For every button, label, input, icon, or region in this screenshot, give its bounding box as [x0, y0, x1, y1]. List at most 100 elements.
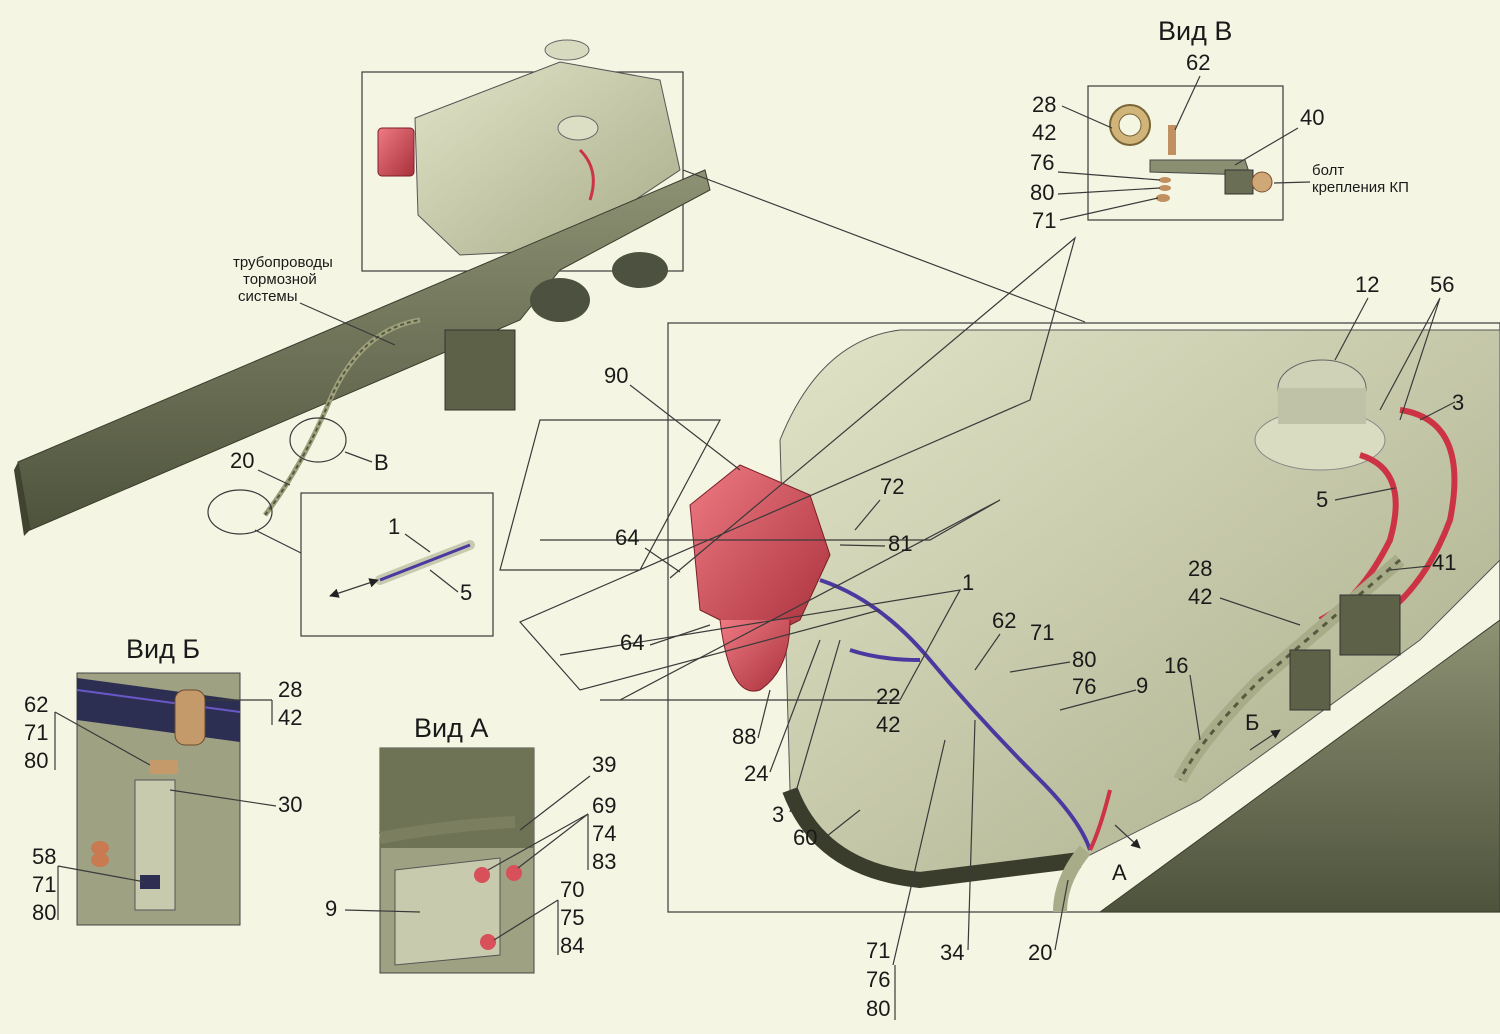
callout-88: 88 [732, 724, 756, 749]
detail-circle-a [207, 489, 273, 535]
top-filler-cap [544, 39, 590, 61]
callout-72: 72 [880, 474, 904, 499]
view-v-washer-1 [1159, 177, 1171, 183]
callout-40-view-v: 40 [1300, 105, 1324, 130]
hose-detail: 1 5 [254, 492, 494, 637]
callout-42-view-v: 42 [1032, 120, 1056, 145]
leader-90 [629, 384, 741, 471]
view-v-nut [1156, 194, 1170, 202]
note-brake-line-1: трубопроводы [233, 254, 333, 271]
callout-62-main: 62 [992, 608, 1016, 633]
leader-5-left [429, 569, 459, 593]
callout-62-view-v: 62 [1186, 50, 1210, 75]
leader-16 [1189, 674, 1201, 741]
leader-76-view-v [1057, 171, 1161, 181]
leader-40-view-v [1234, 127, 1299, 166]
leader-58-view-b [57, 865, 146, 920]
callout-80-bottom: 80 [866, 996, 890, 1021]
callout-28-view-v: 28 [1032, 92, 1056, 117]
tank-bracket [444, 329, 516, 411]
callout-42-main-2: 42 [876, 712, 900, 737]
leader-9-main [1059, 689, 1137, 711]
main-pump-bowl [719, 619, 791, 692]
label-arrow-b: Б [1245, 710, 1259, 735]
leader-80-view-v [1057, 187, 1161, 195]
callout-81: 81 [888, 531, 912, 556]
leader-80-main [1009, 661, 1071, 673]
main-view-frame [667, 322, 1500, 913]
main-bracket-2 [1289, 649, 1331, 711]
leader-60 [821, 809, 861, 841]
callout-71-view-b: 71 [24, 720, 48, 745]
callout-71b-view-b: 71 [32, 872, 56, 897]
leader-88 [757, 689, 771, 739]
callout-64-lower: 64 [620, 630, 644, 655]
view-v-frame [1087, 85, 1284, 221]
leader-62-view-v [1174, 75, 1201, 131]
callout-42-main: 42 [1188, 584, 1212, 609]
callout-83-view-a: 83 [592, 849, 616, 874]
leader-64-upper [644, 547, 681, 573]
callout-76-bottom: 76 [866, 967, 890, 992]
callout-1-left: 1 [388, 514, 400, 539]
leader-28-view-b [205, 699, 273, 725]
callout-84-view-a: 84 [560, 933, 584, 958]
main-chassis-beam [1098, 619, 1500, 913]
leader-81 [839, 544, 886, 547]
label-arrow-a: А [1112, 860, 1127, 885]
leader-v-marker [344, 451, 373, 463]
callout-90: 90 [604, 363, 628, 388]
main-view [667, 322, 1500, 913]
callout-75-view-a: 75 [560, 905, 584, 930]
view-b-nut-2 [91, 853, 109, 867]
view-v-clamp-hole [1118, 113, 1142, 137]
main-pump-body [689, 464, 831, 641]
projection-lines-2 [540, 499, 1001, 701]
callout-80-view-b: 80 [24, 748, 48, 773]
callout-58-view-b: 58 [32, 844, 56, 869]
leader-70-view-a [493, 899, 559, 955]
leader-39-view-a [519, 775, 591, 831]
callout-39-view-a: 39 [592, 752, 616, 777]
main-red-return [1088, 789, 1112, 851]
callout-41: 41 [1432, 550, 1456, 575]
callout-16: 16 [1164, 653, 1188, 678]
note-brake-line-2: тормозной [243, 271, 317, 288]
callout-20-bottom: 20 [1028, 940, 1052, 965]
callout-71-main: 71 [1030, 620, 1054, 645]
view-a-bolt-1 [474, 867, 490, 883]
view-a-bracket [394, 857, 501, 966]
leader-3-right [1419, 401, 1456, 421]
callout-64-upper: 64 [615, 525, 639, 550]
leader-72 [854, 499, 881, 531]
leader-24 [769, 639, 821, 773]
view-b-nut-1 [91, 841, 109, 855]
leader-34 [967, 719, 976, 951]
chassis-beam-end [14, 462, 30, 536]
callout-28-main: 28 [1188, 556, 1212, 581]
leader-20-bottom [1054, 879, 1069, 951]
callout-76-view-v: 76 [1030, 150, 1054, 175]
callout-74-view-a: 74 [592, 821, 616, 846]
callout-28-view-b: 28 [278, 677, 302, 702]
hose-direction-arrow [329, 578, 379, 598]
main-blue-pipe-2 [849, 648, 921, 662]
leader-top-to-main [682, 169, 1086, 323]
main-filler-cap-side [1278, 388, 1366, 424]
tank-support-1 [530, 278, 590, 322]
hose-detail-frame [300, 492, 494, 637]
callout-30-view-b: 30 [278, 792, 302, 817]
main-blue-pipe-1 [819, 578, 1092, 851]
leader-12 [1334, 297, 1369, 361]
view-b-bracket [134, 779, 176, 911]
leader-9-view-a [344, 909, 421, 913]
callout-60: 60 [793, 825, 817, 850]
callout-80-main: 80 [1072, 647, 1096, 672]
callout-3-main: 3 [772, 802, 784, 827]
leader-28-main [1219, 597, 1301, 626]
brake-pipe-spiral [264, 319, 421, 516]
callout-80b-view-b: 80 [32, 900, 56, 925]
arrow-b [1249, 729, 1281, 751]
